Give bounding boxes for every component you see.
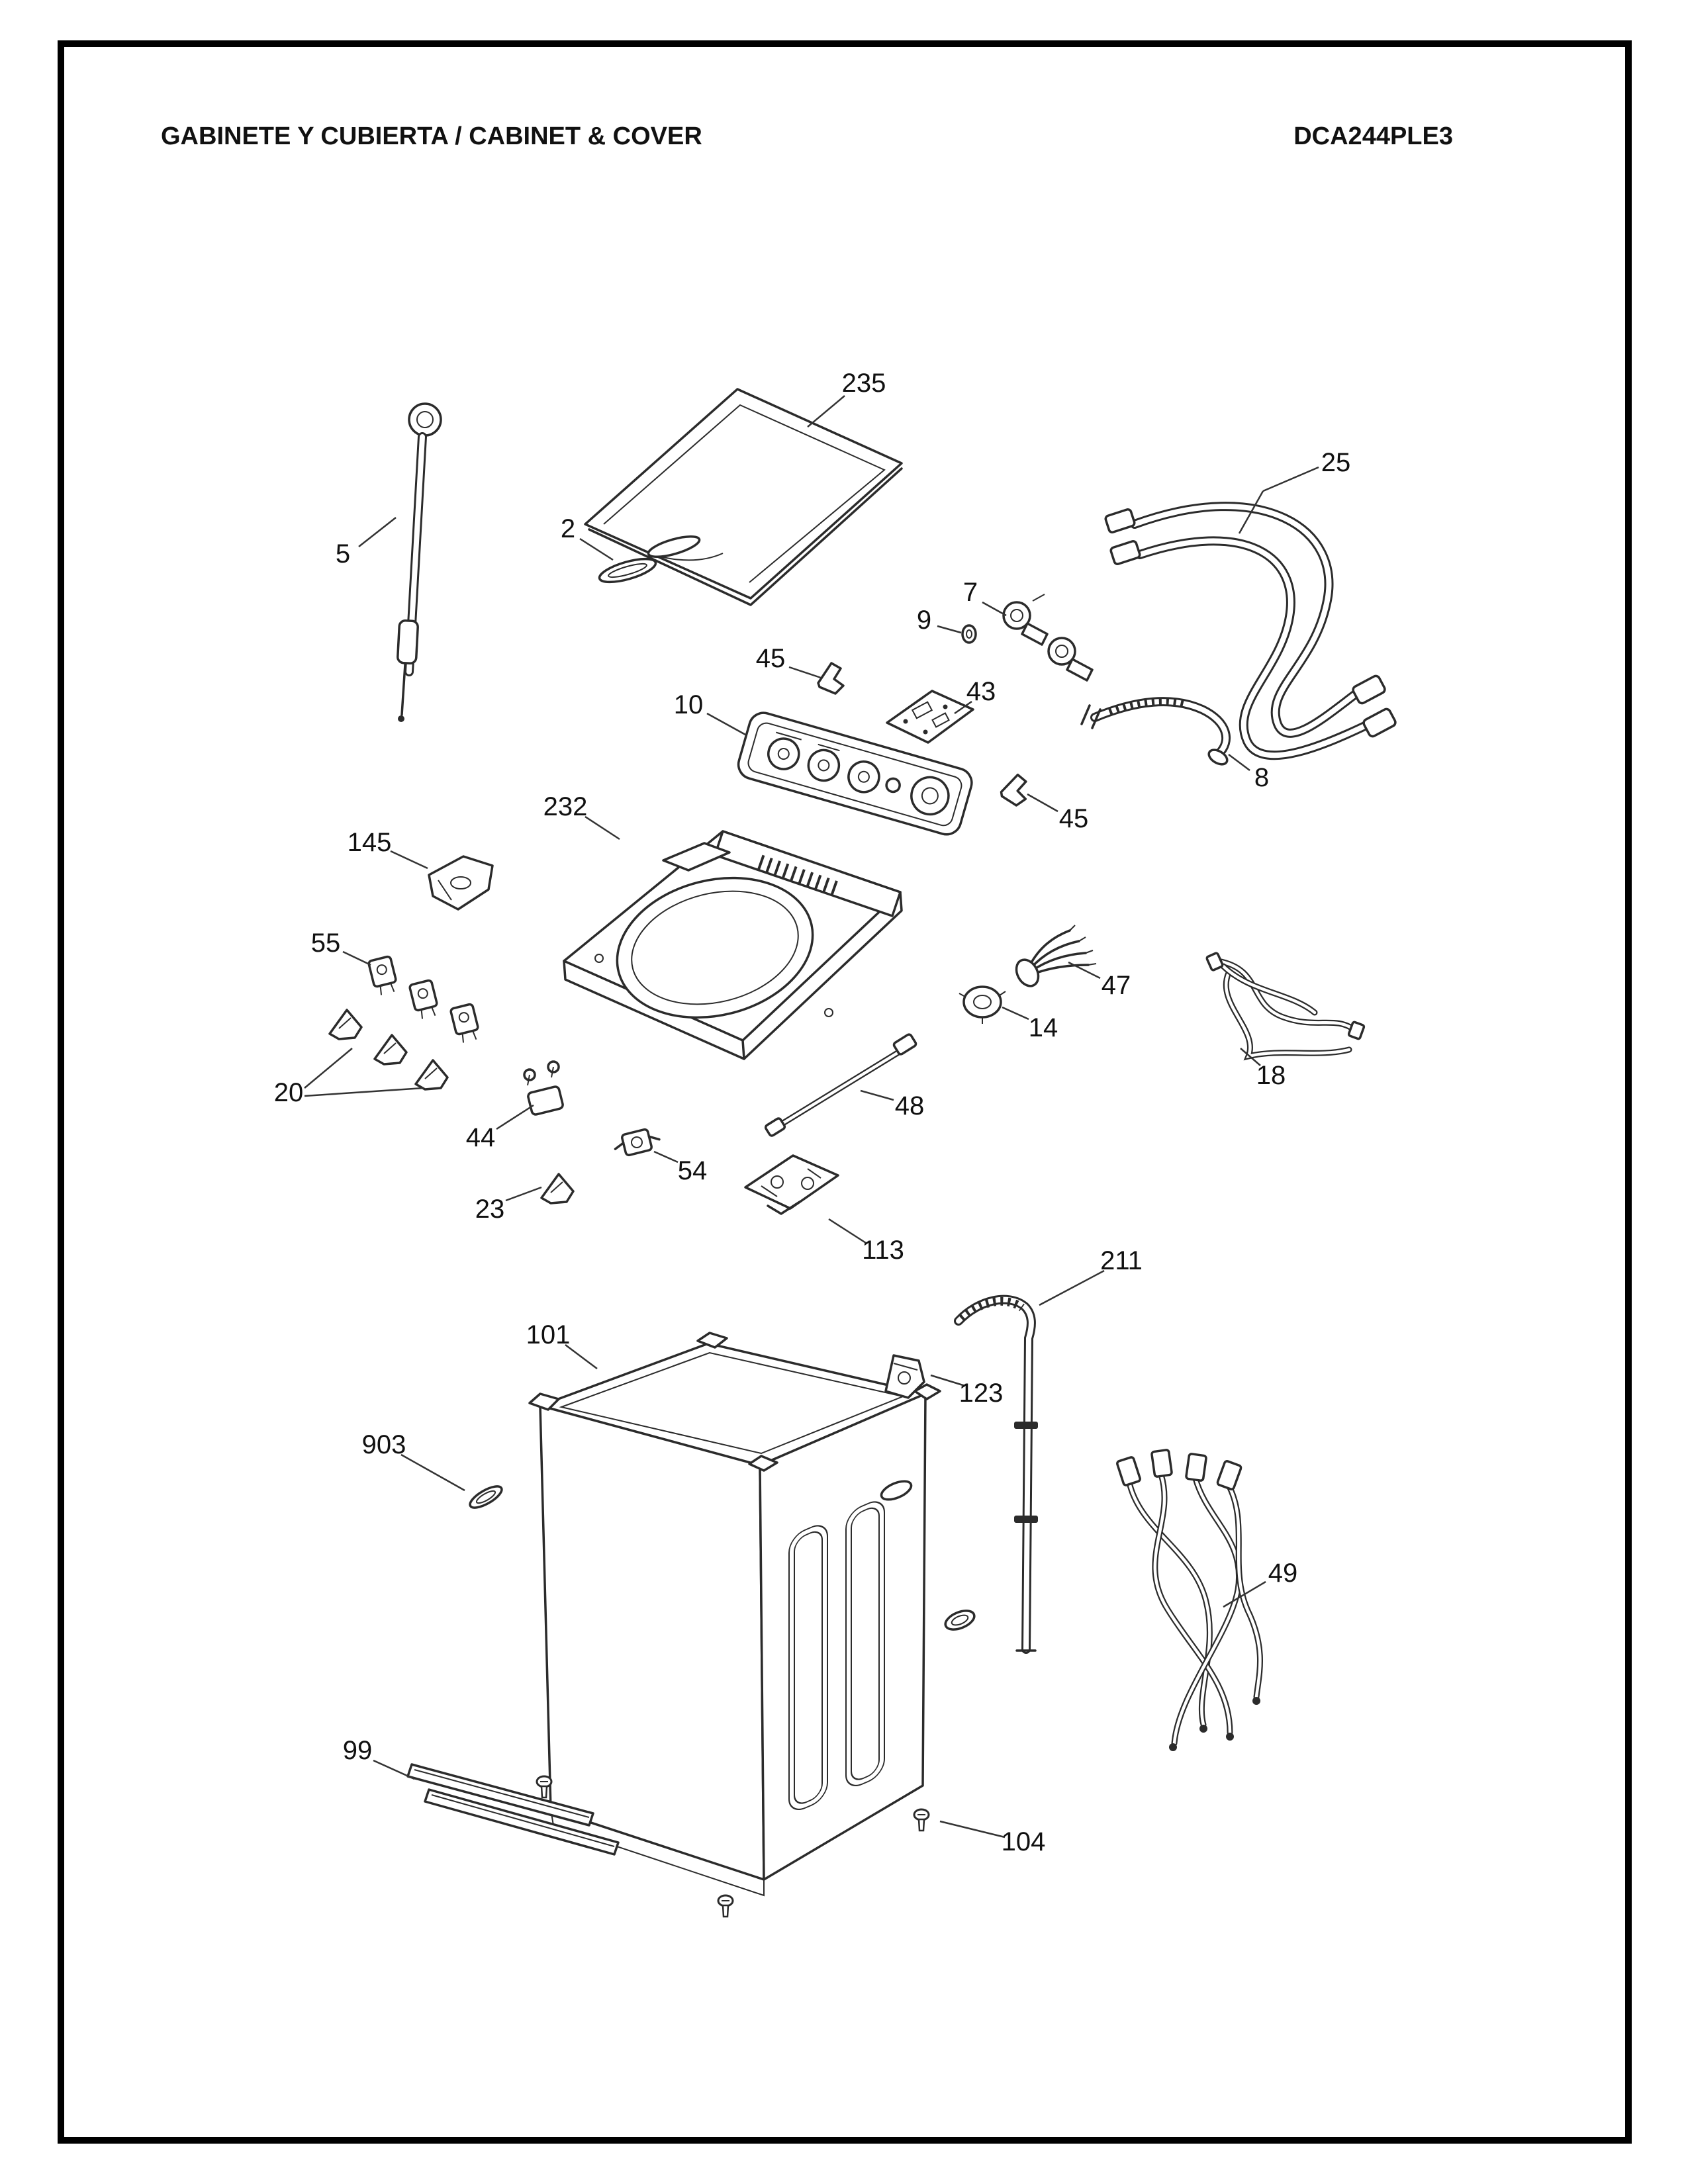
- callout-leader-14: [1002, 1006, 1029, 1021]
- part-48-cable: [764, 1033, 917, 1137]
- part-145-bracket: [428, 855, 494, 911]
- callout-label-99: 99: [343, 1736, 373, 1765]
- part-5-suspension-rod: [397, 402, 442, 722]
- callout-leader-9: [937, 625, 962, 634]
- callout-leader-20: [304, 1048, 353, 1089]
- callout-leader-45: [788, 666, 821, 679]
- callout-label-25: 25: [1321, 448, 1351, 477]
- callout-label-47: 47: [1102, 971, 1131, 1000]
- part-25-fill-hoses: [1104, 502, 1397, 760]
- callout-label-45: 45: [756, 644, 786, 673]
- callout-label-101: 101: [526, 1320, 571, 1349]
- part-903-clip: [469, 1485, 503, 1509]
- part-54-switch: [614, 1128, 661, 1157]
- callout-label-10: 10: [674, 690, 704, 719]
- callout-label-113: 113: [862, 1236, 904, 1265]
- callout-label-44: 44: [466, 1123, 496, 1152]
- callout-label-20: 20: [274, 1078, 304, 1107]
- callout-leader-235: [807, 395, 845, 428]
- callout-leader-43: [954, 700, 972, 715]
- callout-leader-49: [1223, 1580, 1266, 1608]
- callout-label-23: 23: [475, 1195, 505, 1224]
- callout-leader-211: [1039, 1269, 1105, 1306]
- part-49-wire-harness: [1116, 1449, 1263, 1751]
- callout-leader-903: [400, 1453, 465, 1492]
- callout-label-123: 123: [959, 1379, 1004, 1408]
- callout-leader-47: [1068, 961, 1101, 979]
- part-9-seal: [961, 624, 977, 644]
- part-55-switches: [367, 954, 482, 1045]
- doc-title: GABINETE Y CUBIERTA / CABINET & COVER: [161, 122, 702, 150]
- callout-label-232: 232: [543, 792, 588, 821]
- callout-label-211: 211: [1100, 1246, 1143, 1275]
- doc-model: DCA244PLE3: [1293, 122, 1453, 150]
- callout-leader-145: [390, 850, 428, 870]
- callout-leader-2: [579, 537, 614, 561]
- part-23-foot: [540, 1173, 575, 1205]
- callout-label-104: 104: [1002, 1827, 1046, 1856]
- callout-leader-123: [930, 1374, 966, 1387]
- callout-leader-44: [496, 1104, 534, 1130]
- callout-label-7: 7: [963, 578, 978, 607]
- callout-leader-99: [373, 1759, 415, 1780]
- callout-leader-23: [505, 1186, 542, 1202]
- callout-leader-5: [358, 517, 397, 547]
- callout-label-145: 145: [348, 828, 392, 857]
- callout-leader-18: [1240, 1048, 1261, 1066]
- callout-label-2: 2: [561, 514, 575, 543]
- callout-leader-104: [939, 1820, 1006, 1839]
- callout-leader-7: [982, 601, 1007, 617]
- callout-label-54: 54: [678, 1156, 708, 1185]
- part-47-wire-fan: [1015, 925, 1097, 987]
- part-10-control-panel: [737, 711, 973, 836]
- part-7-inlet-valve: [1002, 594, 1094, 682]
- callout-label-55: 55: [311, 929, 341, 958]
- callout-leader-101: [565, 1344, 598, 1369]
- callout-leader-113: [828, 1218, 867, 1244]
- callout-label-8: 8: [1254, 763, 1269, 792]
- part-123-hinge-bracket: [884, 1354, 925, 1399]
- callout-label-5: 5: [336, 539, 350, 569]
- part-211-drain-hose: [954, 1295, 1038, 1654]
- page-border: [58, 40, 1632, 2144]
- part-44-bracket: [523, 1060, 564, 1116]
- part-235-top-cover: [584, 388, 903, 606]
- callout-label-9: 9: [917, 606, 931, 635]
- part-8-hose-spout: [1080, 697, 1231, 766]
- callout-label-14: 14: [1029, 1013, 1058, 1042]
- part-18-wires: [1205, 952, 1366, 1061]
- exploded-view-drawing: [328, 388, 1397, 1918]
- part-20-feet: [328, 1009, 449, 1091]
- callout-label-235: 235: [842, 369, 886, 398]
- callout-leader-20: [304, 1087, 424, 1097]
- part-99-trim-strips: [406, 1763, 620, 1856]
- callout-leader-25: [1262, 466, 1319, 492]
- callouts-layer: 235 25 5 2 7 9 45 43 10 8 232 145 45 55 47 14 18 20 44 48 54…: [274, 369, 1351, 1856]
- part-43-control-board: [886, 690, 974, 744]
- callout-leader-55: [342, 950, 371, 966]
- part-grommet: [944, 1610, 976, 1631]
- callout-label-49: 49: [1268, 1559, 1298, 1588]
- callout-label-18: 18: [1256, 1061, 1286, 1090]
- callout-label-48: 48: [895, 1091, 925, 1120]
- part-101-cabinet: [528, 1332, 941, 1897]
- callout-leader-25: [1238, 490, 1264, 534]
- part-45-clip-b: [998, 771, 1031, 808]
- callout-label-903: 903: [362, 1430, 406, 1459]
- part-113-bracket: [744, 1154, 839, 1215]
- callout-leader-232: [585, 815, 620, 841]
- callout-label-45: 45: [1059, 804, 1089, 833]
- callout-leader-48: [860, 1089, 894, 1101]
- callout-leader-10: [706, 712, 746, 736]
- callout-leader-45: [1027, 793, 1058, 813]
- part-14-cap: [959, 985, 1006, 1024]
- callout-label-43: 43: [966, 677, 996, 706]
- part-45-clip-a: [817, 662, 845, 695]
- part-232-top-panel: [563, 830, 903, 1060]
- callout-leader-54: [653, 1150, 679, 1163]
- callout-leader-8: [1228, 754, 1250, 771]
- part-2-handle-trim: [598, 557, 657, 584]
